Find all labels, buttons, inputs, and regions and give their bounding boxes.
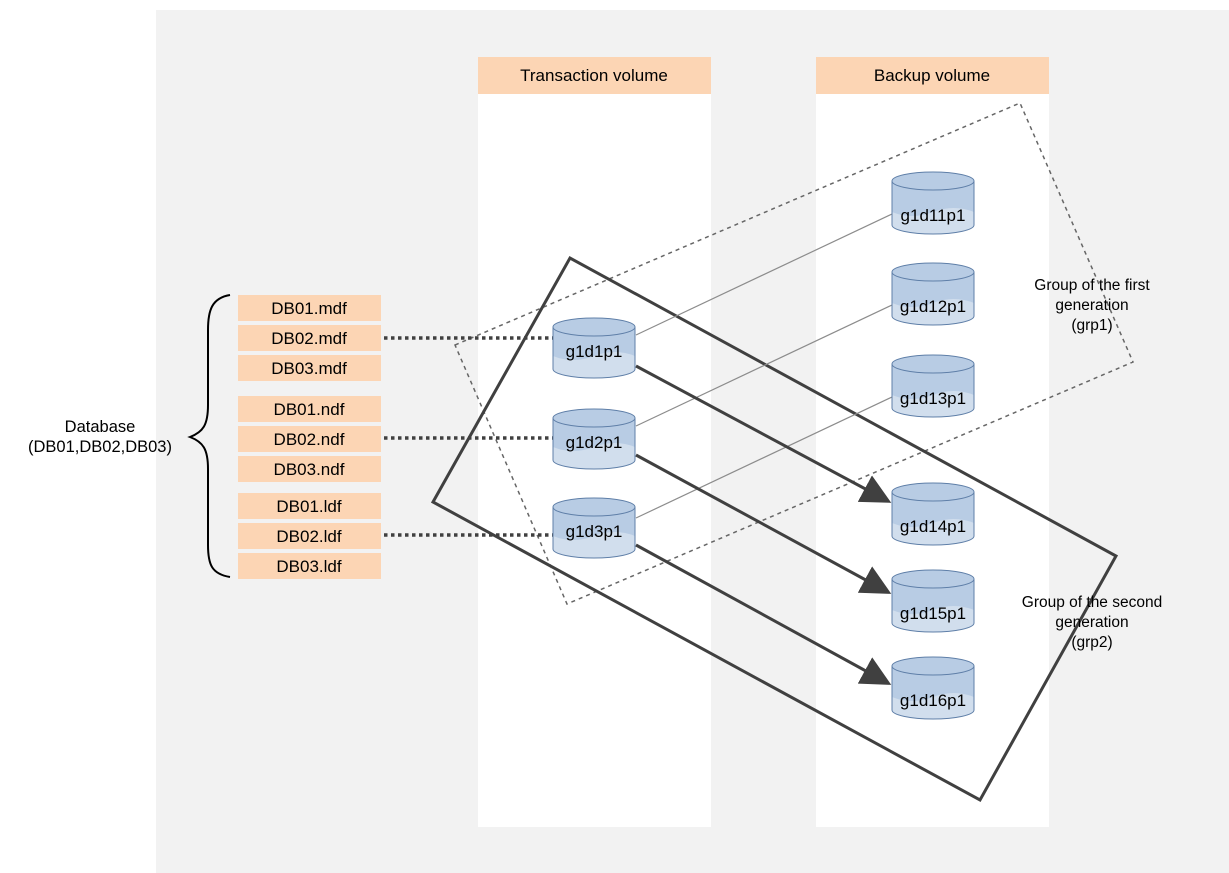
file-box [238,493,381,519]
backup-volume-label: g1d12p1 [900,297,966,316]
file-label: DB02.ndf [274,430,345,449]
transaction-volume-label: g1d1p1 [566,342,623,361]
cylinder-icon [891,482,975,546]
second-generation-arrows [635,364,892,685]
group-second-line2: generation [1055,614,1128,631]
cylinder-icon [891,262,975,326]
group-first-generation-label: Group of the first generation (grp1) [1034,277,1150,334]
file-label: DB02.mdf [271,329,347,348]
link-g1d3p1-g1d13p1 [635,396,893,519]
arrow-g1d2p1-g1d15p1 [635,453,892,594]
backup-volume-label: g1d11p1 [901,206,966,225]
transaction-volumes: g1d1p1 g1d2p1 g1d3p1 [552,317,636,559]
backup-volume-label: g1d15p1 [900,604,966,623]
link-g1d2p1-g1d12p1 [635,304,893,427]
file-box [238,426,381,452]
file-label: DB02.ldf [276,527,341,546]
file-box [238,396,381,422]
cylinder-icon [891,354,975,418]
group-first-line2: generation [1055,297,1128,314]
file-label: DB03.ndf [274,460,345,479]
file-label: DB03.mdf [271,359,347,378]
backup-volume-label: g1d16p1 [900,691,966,710]
group-second-line3: (grp2) [1071,634,1112,651]
database-brace [187,294,231,578]
file-connectors [384,336,553,537]
group-second-line1: Group of the second [1022,594,1162,611]
first-generation-links [635,213,893,519]
arrow-g1d1p1-g1d14p1 [635,364,892,503]
backup-header-box [816,57,1049,94]
group-second-generation-label: Group of the second generation (grp2) [1022,594,1162,651]
file-box [238,355,381,381]
file-label: DB01.ndf [274,400,345,419]
file-box [238,553,381,579]
database-label-line2: (DB01,DB02,DB03) [28,438,172,456]
file-box [238,325,381,351]
backup-volumes: g1d11p1 g1d12p1 g1d13p1 g1d14p1 [891,171,975,720]
file-label: DB01.mdf [271,299,347,318]
group-first-generation-outline [454,102,1134,605]
cylinder-icon [552,408,636,470]
group-first-line3: (grp1) [1071,317,1112,334]
file-box [238,523,381,549]
link-g1d1p1-g1d11p1 [635,213,893,336]
transaction-volume-label: g1d2p1 [566,433,623,452]
arrow-g1d3p1-g1d16p1 [635,543,892,685]
database-label-line1: Database [65,418,136,436]
file-list: DB01.mdf DB02.mdf DB03.mdf DB01.ndf DB02… [238,295,381,579]
backup-volume-label: g1d13p1 [900,389,966,408]
transaction-header-box [478,57,711,94]
cylinder-icon [891,569,975,633]
cylinder-icon [891,171,975,235]
file-box [238,456,381,482]
transaction-header: Transaction volume [520,66,668,85]
file-box [238,295,381,321]
cylinder-icon [552,317,636,379]
backup-header: Backup volume [874,66,990,85]
cylinder-icon [552,497,636,559]
transaction-volume-label: g1d3p1 [566,522,623,541]
group-first-line1: Group of the first [1034,277,1150,294]
cylinder-icon [891,656,975,720]
file-label: DB01.ldf [276,497,341,516]
backup-volume-label: g1d14p1 [900,517,966,536]
file-label: DB03.ldf [276,557,341,576]
